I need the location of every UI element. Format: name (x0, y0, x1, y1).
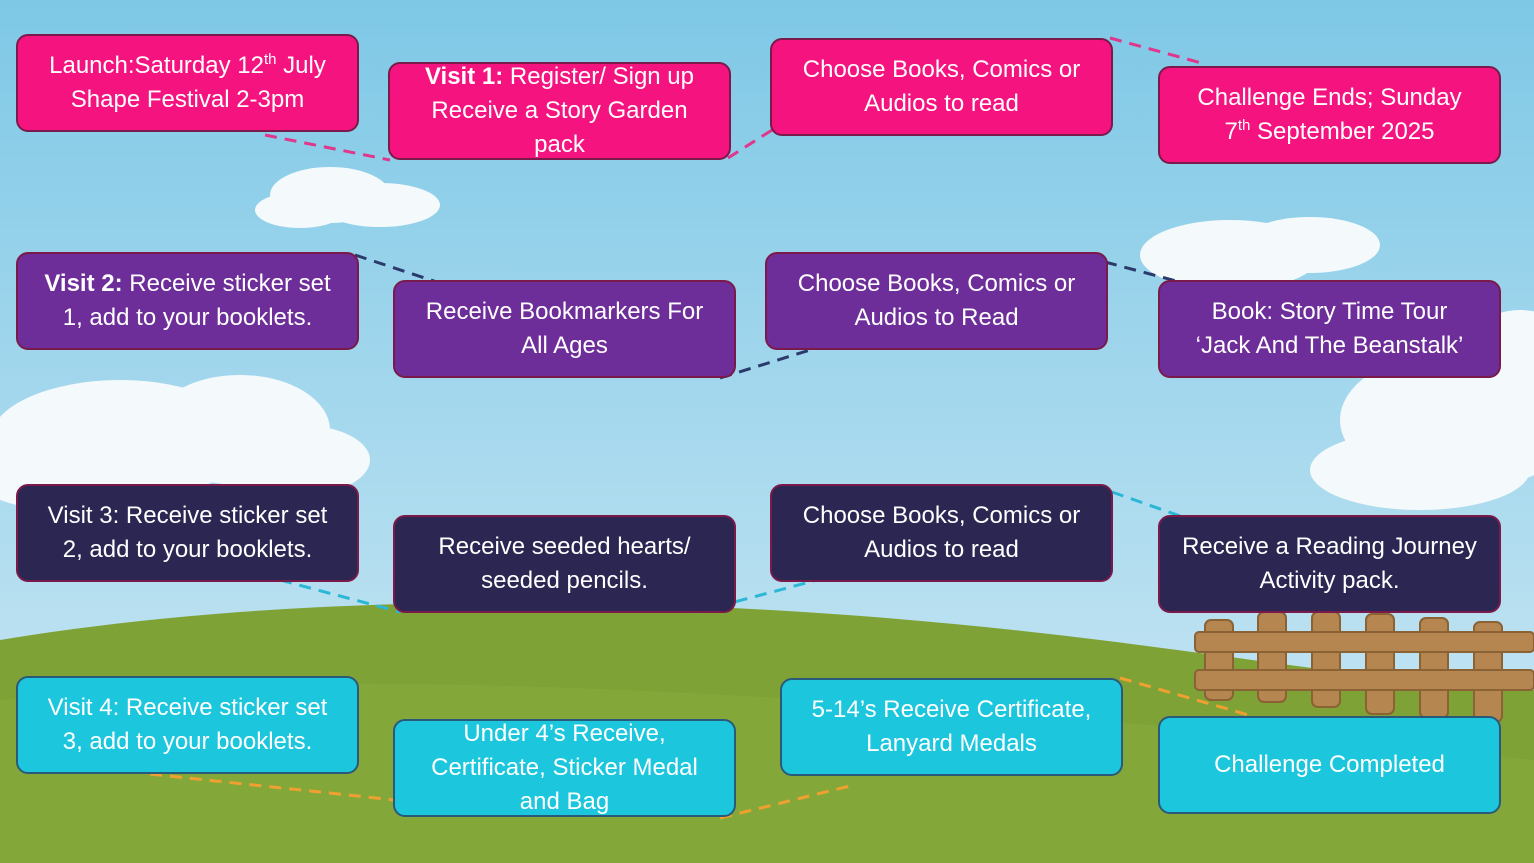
challenge-ends-box: Challenge Ends; Sunday 7th September 202… (1158, 66, 1501, 164)
choose-books-text-2: Choose Books, Comics or Audios to Read (797, 270, 1076, 331)
bookmarks-box: Receive Bookmarkers For All Ages (393, 280, 736, 378)
seeded-hearts-text: Receive seeded hearts/ seeded pencils. (438, 533, 691, 594)
connectors (149, 36, 1253, 820)
connector-visit1-choose (727, 128, 773, 160)
five-to-fourteen-box: 5-14’s Receive Certificate, Lanyard Meda… (780, 678, 1123, 776)
challenge-ends-text: Challenge Ends; Sunday 7th September 202… (1197, 84, 1462, 145)
under-4s-text: Under 4’s Receive, Certificate, Sticker … (431, 720, 698, 815)
fence (1194, 611, 1534, 723)
visit1-text: Visit 1: Register/ Sign up Receive a Sto… (424, 63, 695, 158)
connector-fivefourteen-completed (1119, 676, 1253, 718)
visit2-text: Visit 2: Receive sticker set 1, add to y… (44, 270, 331, 331)
under-4s-box: Under 4’s Receive, Certificate, Sticker … (393, 719, 736, 817)
challenge-completed-text: Challenge Completed (1214, 751, 1445, 778)
choose-books-text-3: Choose Books, Comics or Audios to read (802, 502, 1081, 563)
challenge-completed-box: Challenge Completed (1158, 716, 1501, 814)
visit2-box: Visit 2: Receive sticker set 1, add to y… (16, 252, 359, 350)
visit3-text: Visit 3: Receive sticker set 2, add to y… (47, 502, 328, 563)
connector-choose-journey (1111, 490, 1201, 525)
visit3-box: Visit 3: Receive sticker set 2, add to y… (16, 484, 359, 582)
launch-text: Launch:Saturday 12th July Shape Festival… (49, 51, 326, 113)
five-to-fourteen-text: 5-14’s Receive Certificate, Lanyard Meda… (811, 696, 1092, 757)
connector-launch-visit1 (264, 133, 391, 162)
visit4-box: Visit 4: Receive sticker set 3, add to y… (16, 676, 359, 774)
reading-journey-box: Receive a Reading Journey Activity pack. (1158, 515, 1501, 613)
connector-visit4-under4 (149, 772, 396, 802)
cloud-left-top (255, 167, 440, 228)
connector-visit3-hearts (279, 578, 401, 614)
story-time-tour-text: Book: Story Time Tour ‘Jack And The Bean… (1195, 298, 1464, 359)
connector-under4-fivefourteen (719, 784, 851, 820)
bookmarks-text: Receive Bookmarkers For All Ages (425, 298, 704, 359)
visit1-box: Visit 1: Register/ Sign up Receive a Sto… (388, 62, 731, 160)
connector-choose-ends (1109, 36, 1206, 66)
connector-visit2-bookmarks (354, 253, 441, 285)
visit4-text: Visit 4: Receive sticker set 3, add to y… (47, 694, 328, 755)
connector-bookmarks-choose (719, 348, 811, 380)
story-time-tour-box: Book: Story Time Tour ‘Jack And The Bean… (1158, 280, 1501, 378)
cloud-right-top (1140, 217, 1380, 290)
choose-books-text-1: Choose Books, Comics or Audios to read (802, 56, 1081, 117)
seeded-hearts-box: Receive seeded hearts/ seeded pencils. (393, 515, 736, 613)
hill-front (0, 683, 1534, 863)
choose-books-box-2: Choose Books, Comics or Audios to Read (765, 252, 1108, 350)
reading-journey-text: Receive a Reading Journey Activity pack. (1182, 533, 1477, 594)
choose-books-box-1: Choose Books, Comics or Audios to read (770, 38, 1113, 136)
choose-books-box-3: Choose Books, Comics or Audios to read (770, 484, 1113, 582)
launch-box: Launch:Saturday 12th July Shape Festival… (16, 34, 359, 132)
